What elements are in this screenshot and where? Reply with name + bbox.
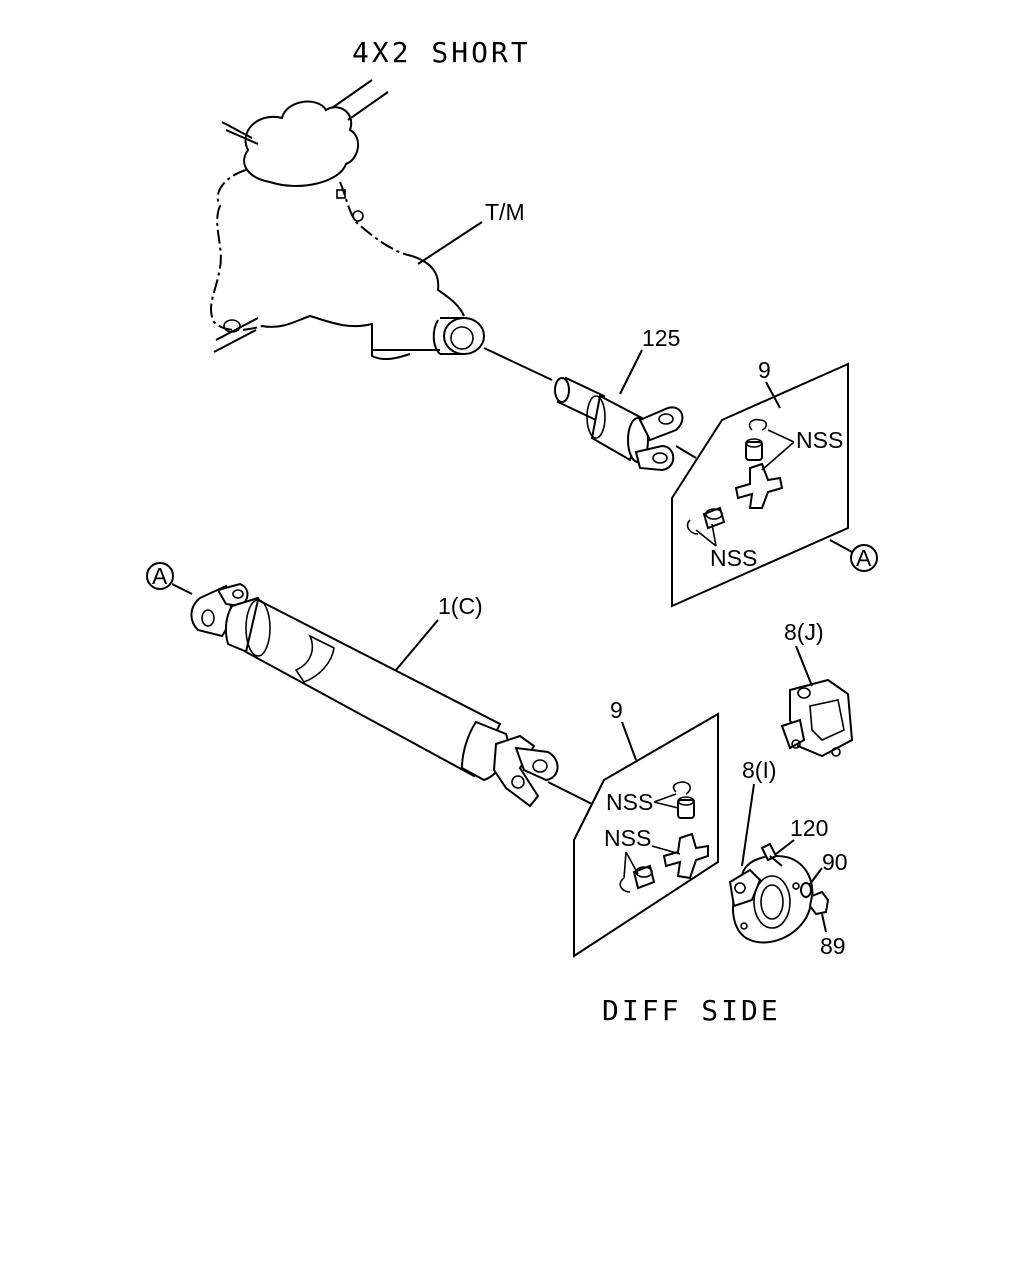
ref-a-left-leader <box>171 583 193 595</box>
tm-leader <box>417 221 483 265</box>
bolt-120 <box>760 842 783 867</box>
part-89-leader <box>821 913 827 933</box>
part-9-lower-leader <box>621 721 637 761</box>
nss-label-upper-a: NSS <box>796 427 843 453</box>
part-125-label: 125 <box>642 325 680 351</box>
slip-yoke-125 <box>554 376 684 472</box>
kit-9-lower-parts <box>619 781 709 893</box>
part-8i-leader <box>741 783 755 867</box>
diagram-footer: DIFF SIDE <box>602 994 781 1027</box>
ref-a-right-label: A <box>856 545 872 571</box>
part-8j-label: 8(J) <box>784 619 824 645</box>
transmission-illustration <box>210 79 485 361</box>
kit-9-lower-panel <box>573 712 719 958</box>
flange-yoke-8j <box>780 678 854 758</box>
part-9-lower-label: 9 <box>610 697 623 723</box>
part-1c-label: 1(C) <box>438 593 483 619</box>
kit-9-upper-parts <box>686 418 784 535</box>
part-8i-label: 8(I) <box>742 757 777 783</box>
centerline-lower <box>547 781 593 805</box>
nss-leader-upper-a <box>761 429 795 471</box>
part-9-upper-label: 9 <box>758 357 771 383</box>
nss-leader-upper-b <box>695 523 717 547</box>
ref-a-left-circle <box>146 562 174 590</box>
part-125-leader <box>619 349 643 395</box>
part-90-label: 90 <box>822 849 848 875</box>
nut-89 <box>808 890 830 916</box>
part-120-leader <box>775 839 795 855</box>
nss-leader-lower-a <box>653 793 679 809</box>
ref-a-right-leader <box>829 539 853 553</box>
nss-label-lower-b: NSS <box>604 825 651 851</box>
centerline-upper-right <box>675 445 697 459</box>
nss-label-upper-b: NSS <box>710 545 757 571</box>
companion-flange-8i <box>728 855 814 944</box>
washer-90 <box>800 882 812 898</box>
ref-a-left-label: A <box>152 563 168 589</box>
part-120-label: 120 <box>790 815 828 841</box>
part-90-leader <box>809 867 823 885</box>
part-1c-leader <box>395 619 439 671</box>
part-8j-leader <box>795 645 813 687</box>
part-89-label: 89 <box>820 933 846 959</box>
nss-label-lower-a: NSS <box>606 789 653 815</box>
kit-9-upper-panel <box>671 362 849 608</box>
tm-label: T/M <box>485 199 525 225</box>
nss-leader-lower-b <box>623 845 681 879</box>
ref-a-right-circle <box>850 544 878 572</box>
propeller-shaft-1c <box>190 582 559 808</box>
part-9-upper-leader <box>765 381 781 409</box>
centerline-upper <box>483 347 553 381</box>
diagram-title: 4X2 SHORT <box>352 36 531 69</box>
